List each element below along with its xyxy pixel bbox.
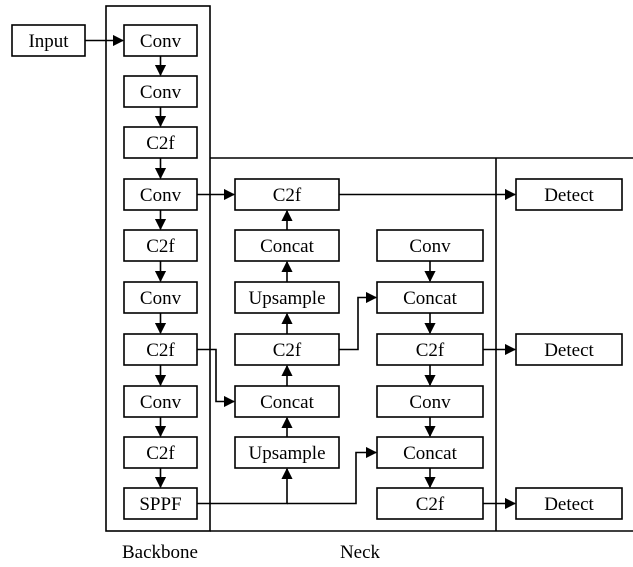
svg-text:C2f: C2f [146, 443, 175, 464]
neck-left-blocks: C2f Concat Upsample C2f Concat Upsample [234, 178, 340, 469]
backbone-conv-3: Conv [123, 178, 198, 211]
neck-upsample-bottom: Upsample [234, 436, 340, 469]
svg-text:Conv: Conv [409, 392, 451, 413]
backbone-c2f-2: C2f [123, 229, 198, 262]
svg-text:Upsample: Upsample [248, 443, 325, 464]
backbone-label: Backbone [122, 542, 198, 563]
backbone-c2f-3: C2f [123, 333, 198, 366]
svg-text:C2f: C2f [273, 185, 302, 206]
svg-text:Detect: Detect [544, 185, 594, 206]
backbone-conv-5: Conv [123, 385, 198, 418]
neck-conv-bottom: Conv [376, 385, 484, 418]
neck-c2f-right-1: C2f [376, 333, 484, 366]
head-blocks: Detect Detect Detect [515, 178, 623, 520]
neck-c2f-mid: C2f [234, 333, 340, 366]
backbone-c2f-1: C2f [123, 126, 198, 159]
backbone-frame [105, 5, 211, 532]
svg-text:Conv: Conv [140, 392, 182, 413]
neck-concat-right-1: Concat [376, 281, 484, 314]
svg-text:Conv: Conv [140, 31, 182, 52]
svg-text:C2f: C2f [146, 236, 175, 257]
connectors [85, 34, 517, 510]
backbone-blocks: Conv Conv C2f Conv C2f Conv C2f Conv C2f… [123, 24, 198, 520]
arrow-c2f-mid-to-concat-right [339, 291, 378, 351]
svg-text:C2f: C2f [416, 340, 445, 361]
backbone-conv-2: Conv [123, 75, 198, 108]
backbone-conv-4: Conv [123, 281, 198, 314]
svg-text:C2f: C2f [146, 340, 175, 361]
svg-text:Concat: Concat [260, 236, 315, 257]
svg-text:Conv: Conv [140, 185, 182, 206]
backbone-sppf: SPPF [123, 487, 198, 520]
neck-label: Neck [340, 542, 381, 563]
svg-text:Conv: Conv [409, 236, 451, 257]
neck-c2f-right-2: C2f [376, 487, 484, 520]
svg-text:Detect: Detect [544, 340, 594, 361]
neck-concat-right-2: Concat [376, 436, 484, 469]
svg-text:Upsample: Upsample [248, 288, 325, 309]
arrow-c2f-to-concat-mid [197, 348, 236, 408]
svg-text:C2f: C2f [416, 494, 445, 515]
svg-text:Concat: Concat [403, 288, 458, 309]
neck-conv-top: Conv [376, 229, 484, 262]
svg-text:Conv: Conv [140, 288, 182, 309]
detect-medium: Detect [515, 333, 623, 366]
arrow-sppf-to-concat-right [287, 446, 378, 505]
input-node: Input [11, 24, 86, 57]
neck-concat-top: Concat [234, 229, 340, 262]
svg-text:Concat: Concat [403, 443, 458, 464]
svg-text:Concat: Concat [260, 392, 315, 413]
neck-upsample-top: Upsample [234, 281, 340, 314]
backbone-c2f-4: C2f [123, 436, 198, 469]
neck-concat-mid: Concat [234, 385, 340, 418]
detect-large: Detect [515, 178, 623, 211]
svg-text:SPPF: SPPF [139, 494, 181, 515]
input-label: Input [28, 31, 69, 52]
svg-text:C2f: C2f [146, 133, 175, 154]
svg-text:Detect: Detect [544, 494, 594, 515]
detect-small: Detect [515, 487, 623, 520]
neck-c2f-top: C2f [234, 178, 340, 211]
svg-text:C2f: C2f [273, 340, 302, 361]
backbone-conv-1: Conv [123, 24, 198, 57]
svg-text:Conv: Conv [140, 82, 182, 103]
neck-frame [210, 157, 633, 532]
